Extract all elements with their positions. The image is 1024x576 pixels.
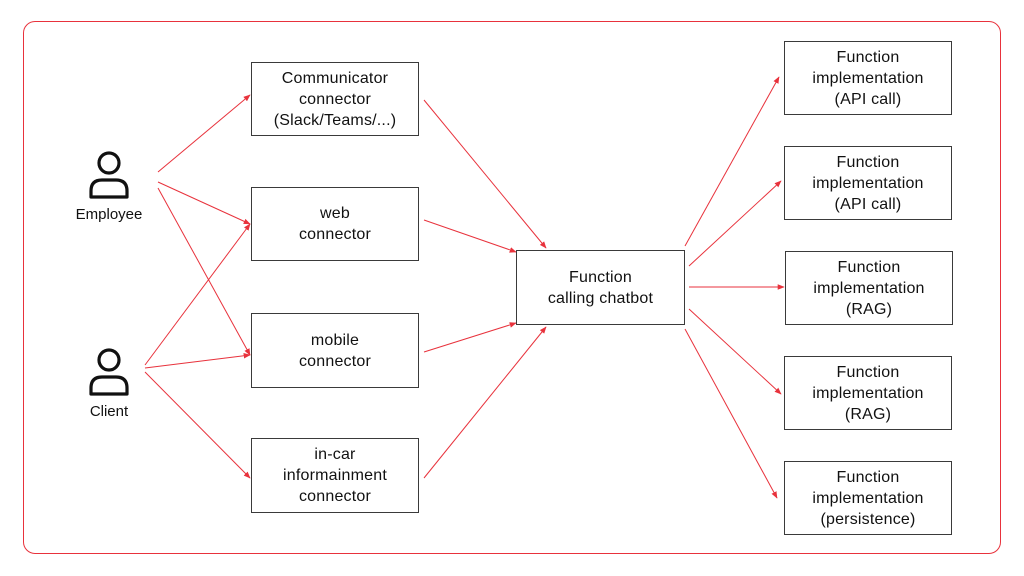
node-label: Function implementation (RAG): [813, 258, 925, 318]
node-label: Communicator connector (Slack/Teams/...): [273, 69, 397, 129]
actor-employee: Employee: [64, 150, 154, 223]
diagram-frame: [23, 21, 1001, 554]
node-label: Function implementation (persistence): [812, 468, 924, 528]
node-mobile-connector: mobile connector: [251, 313, 419, 388]
edge-mobile-chatbot: [423, 322, 517, 353]
person-icon: [89, 348, 129, 396]
edge-client-web: [144, 223, 251, 366]
node-function-calling-chatbot: Function calling chatbot: [516, 250, 685, 325]
node-label: Function calling chatbot: [547, 268, 654, 307]
actor-client: Client: [64, 347, 154, 420]
actor-label: Client: [89, 403, 129, 420]
edge-communicator-chatbot: [423, 99, 547, 249]
node-function-implementation-5: Function implementation (persistence): [784, 461, 952, 535]
edge-chatbot-f5: [684, 328, 778, 499]
node-web-connector: web connector: [251, 187, 419, 261]
node-label: Function implementation (API call): [812, 153, 924, 213]
node-communicator-connector: Communicator connector (Slack/Teams/...): [251, 62, 419, 136]
edge-incar-chatbot: [423, 326, 547, 479]
edge-client-incar: [144, 371, 251, 479]
edge-chatbot-f4: [688, 308, 782, 395]
node-incar-connector: in-car informainment connector: [251, 438, 419, 513]
edge-employee-communicator: [157, 94, 251, 173]
edge-employee-mobile: [157, 187, 251, 356]
node-label: in-car informainment connector: [283, 446, 387, 505]
person-icon: [89, 151, 129, 199]
node-label: Function implementation (RAG): [812, 363, 924, 423]
node-label: Function implementation (API call): [812, 48, 924, 108]
node-function-implementation-3: Function implementation (RAG): [785, 251, 953, 325]
edge-client-mobile: [144, 352, 251, 369]
actor-label: Employee: [75, 206, 143, 223]
node-function-implementation-4: Function implementation (RAG): [784, 356, 952, 430]
edge-chatbot-f2: [688, 180, 782, 267]
node-label: web connector: [298, 205, 372, 243]
node-function-implementation-2: Function implementation (API call): [784, 146, 952, 220]
node-function-implementation-1: Function implementation (API call): [784, 41, 952, 115]
edge-employee-web: [157, 181, 251, 225]
edge-web-chatbot: [423, 219, 517, 253]
node-label: mobile connector: [298, 331, 372, 370]
edge-chatbot-f1: [684, 76, 780, 247]
